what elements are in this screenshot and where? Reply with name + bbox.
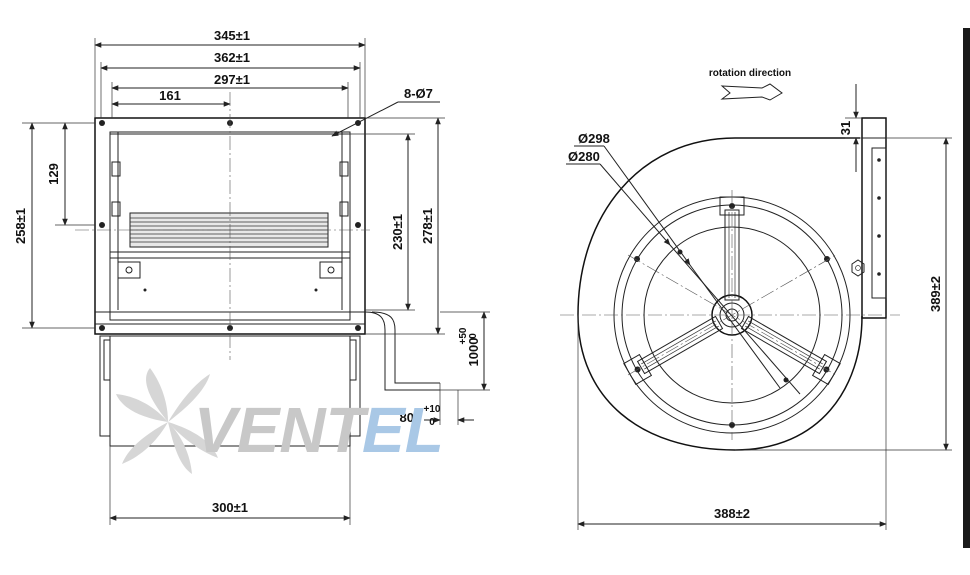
dim-cable-length-tol-top: +50: [458, 327, 469, 344]
fan-logo-icon: [116, 368, 218, 474]
dim-d280: Ø280: [568, 149, 600, 164]
dim-cable-length-tol-bot: 0: [468, 333, 479, 339]
rotation-arrow-icon: [720, 83, 783, 101]
dim-holes: 8-Ø7: [404, 86, 433, 101]
page-edge-bar: [963, 28, 970, 548]
cable: [364, 311, 440, 391]
watermark-text-2: EL: [362, 394, 444, 466]
dim-389: 389±2: [928, 276, 943, 312]
dim-cable-offset-tol-top: +10: [424, 404, 441, 415]
dim-297: 297±1: [214, 72, 250, 87]
ventel-watermark: VENT EL: [116, 368, 444, 474]
dim-278: 278±1: [420, 208, 435, 244]
dim-129: 129: [46, 163, 61, 185]
dim-345: 345±1: [214, 28, 250, 43]
watermark-text-1: VENT: [194, 394, 370, 466]
dim-388: 388±2: [714, 506, 750, 521]
front-view: 345±1 362±1 297±1 161 8-Ø7 258±1 129 230…: [13, 28, 490, 525]
impeller-blades: [130, 217, 328, 243]
dim-161: 161: [159, 88, 181, 103]
dim-cable-length: 1000: [466, 338, 481, 367]
dim-230: 230±1: [390, 214, 405, 250]
scroll-housing: [577, 137, 863, 451]
dim-362: 362±1: [214, 50, 250, 65]
dim-cable-offset-tol-bot: 0: [429, 417, 435, 428]
rotation-direction-label: rotation direction: [709, 68, 791, 79]
dim-300: 300±1: [212, 500, 248, 515]
side-view: rotation direction Ø298 Ø280 31 389±2 38…: [560, 68, 952, 530]
dim-d298: Ø298: [578, 131, 610, 146]
dim-31: 31: [838, 121, 853, 135]
dim-cable-offset: 80: [400, 410, 414, 425]
dim-258: 258±1: [13, 208, 28, 244]
